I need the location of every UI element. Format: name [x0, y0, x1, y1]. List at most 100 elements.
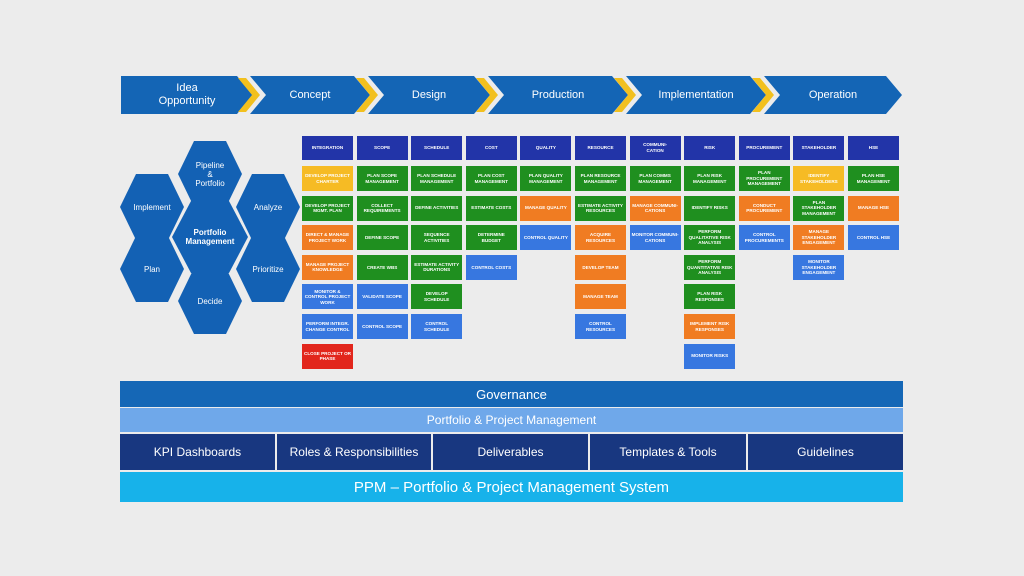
process-cell: Identify Risks: [684, 195, 736, 221]
process-cell: Monitor & Control Project Work: [302, 284, 353, 310]
process-cell: Validate Scope: [356, 284, 408, 310]
process-cell: Develop Project Charter: [302, 166, 353, 191]
pillar-label: Templates & Tools: [619, 445, 717, 459]
column-header: Integration: [302, 136, 353, 160]
process-cell: Plan Quality Management: [520, 166, 572, 191]
process-cell: Perform Qualitative Risk Analysis: [684, 225, 736, 251]
phase-concept: Concept: [250, 76, 370, 114]
pillar-label: Deliverables: [477, 445, 544, 459]
process-cell: Define Activities: [411, 195, 463, 221]
process-cell: Control Scope: [356, 314, 408, 339]
process-cell: Monitor Stakeholder Engagement: [793, 254, 845, 280]
process-cell: Manage Stakeholder Engagement: [793, 225, 845, 251]
process-cell: Control Procurements: [738, 225, 790, 251]
governance-label: Governance: [476, 386, 547, 402]
process-cell: Plan HSE Management: [848, 166, 899, 191]
process-cell: Plan Comms Management: [629, 166, 681, 191]
pillar-label: KPI Dashboards: [153, 445, 242, 459]
process-cell: Collect Requirements: [356, 195, 408, 221]
process-cell: Control Costs: [465, 254, 517, 280]
process-cell: Monitor Communi-cations: [629, 225, 681, 251]
process-cell: Develop Project Mgmt. Plan: [302, 195, 353, 221]
pillar-label: Guidelines: [797, 445, 854, 459]
hex-label: Prioritize: [252, 264, 284, 274]
process-cell: Manage Team: [575, 284, 626, 310]
process-cell: Plan Cost Management: [465, 166, 517, 191]
process-cell: Plan Schedule Management: [411, 166, 463, 191]
process-cell: Define Scope: [356, 225, 408, 251]
column-header: Schedule: [411, 136, 463, 160]
process-cell: Perform Integr. Change Control: [302, 314, 353, 339]
governance-bar: Governance: [120, 381, 903, 407]
column-header: Quality: [520, 136, 572, 160]
hex-plan: Plan: [120, 236, 184, 302]
process-cell: Monitor Risks: [684, 343, 736, 369]
pillar-roles-responsibilities: Roles & Responsibilities: [277, 434, 431, 470]
process-cell: Acquire Resources: [575, 225, 626, 251]
process-cell: Control Quality: [520, 225, 572, 251]
phase-production: Production: [488, 76, 628, 114]
process-cell: Control Resources: [575, 314, 626, 339]
process-cell: Estimate Costs: [465, 195, 517, 221]
process-cell: Sequence Activities: [411, 225, 463, 251]
column-header: Procurement: [738, 136, 790, 160]
process-cell: Direct & Manage Project Work: [302, 225, 353, 251]
phase-idea-opportunity: Idea Opportunity: [121, 76, 253, 114]
process-cell: Conduct Procurement: [738, 195, 790, 221]
hex-label: Plan: [143, 264, 160, 274]
column-header: Stakeholder: [793, 136, 845, 160]
process-cell: Develop Team: [575, 254, 626, 280]
phase-design: Design: [368, 76, 490, 114]
process-cell: Create WBS: [356, 254, 408, 280]
process-cell: Plan Risk Responses: [684, 284, 736, 310]
phase-implementation: Implementation: [626, 76, 766, 114]
hex-pipeline-portfolio: Pipeline & Portfolio: [178, 141, 242, 207]
pillar-templates-tools: Templates & Tools: [590, 434, 746, 470]
column-header: Cost: [465, 136, 517, 160]
pillar-guidelines: Guidelines: [748, 434, 903, 470]
phase-operation: Operation: [764, 76, 902, 114]
process-cell: Plan Procurement Management: [738, 166, 790, 191]
process-cell: Close Project or Phase: [302, 343, 353, 369]
process-cell: Manage Communi-cations: [629, 195, 681, 221]
process-cell: Estimate Activity Resources: [575, 195, 626, 221]
column-header: Communi- cation: [629, 136, 681, 160]
pillar-label: Roles & Responsibilities: [289, 445, 419, 459]
process-cell: Plan Resource Management: [575, 166, 626, 191]
hex-label: Implement: [133, 202, 171, 212]
column-header: Scope: [356, 136, 408, 160]
process-cell: Implement Risk Responses: [684, 314, 736, 339]
hex-label: Pipeline & Portfolio: [195, 160, 225, 188]
hex-portfolio-management: Portfolio Management: [172, 201, 248, 273]
process-cell: Control Schedule: [411, 314, 463, 339]
hex-implement: Implement: [120, 174, 184, 240]
process-cell: Manage HSE: [848, 195, 899, 221]
process-cell: Control HSE: [848, 225, 899, 251]
process-cell: Manage Quality: [520, 195, 572, 221]
pillar-kpi-dashboards: KPI Dashboards: [120, 434, 275, 470]
hex-label: Analyze: [253, 202, 283, 212]
process-cell: Identify Stakeholders: [793, 166, 845, 191]
hex-prioritize: Prioritize: [236, 236, 300, 302]
ppm-system-label: PPM – Portfolio & Project Management Sys…: [353, 478, 670, 496]
process-cell: Develop Schedule: [411, 284, 463, 310]
ppm-system-bar: PPM – Portfolio & Project Management Sys…: [120, 472, 903, 502]
column-header: Risk: [684, 136, 736, 160]
hex-analyze: Analyze: [236, 174, 300, 240]
process-cell: Plan Risk Management: [684, 166, 736, 191]
pillar-deliverables: Deliverables: [433, 434, 588, 470]
hex-label: Decide: [197, 296, 223, 306]
hex-decide: Decide: [178, 268, 242, 334]
column-header: Resource: [575, 136, 626, 160]
process-cell: Plan Stakeholder Management: [793, 195, 845, 221]
ppm-label: Portfolio & Project Management: [426, 413, 597, 427]
column-header: HSE: [848, 136, 899, 160]
process-cell: Plan Scope Management: [356, 166, 408, 191]
process-cell: Perform Quantitative Risk Analysis: [684, 254, 736, 280]
process-cell: Determine Budget: [465, 225, 517, 251]
portfolio-project-management-bar: Portfolio & Project Management: [120, 408, 903, 432]
process-cell: Manage Project Knowledge: [302, 254, 353, 280]
hex-label: Portfolio Management: [185, 228, 235, 246]
process-cell: Estimate Activity Durations: [411, 254, 463, 280]
